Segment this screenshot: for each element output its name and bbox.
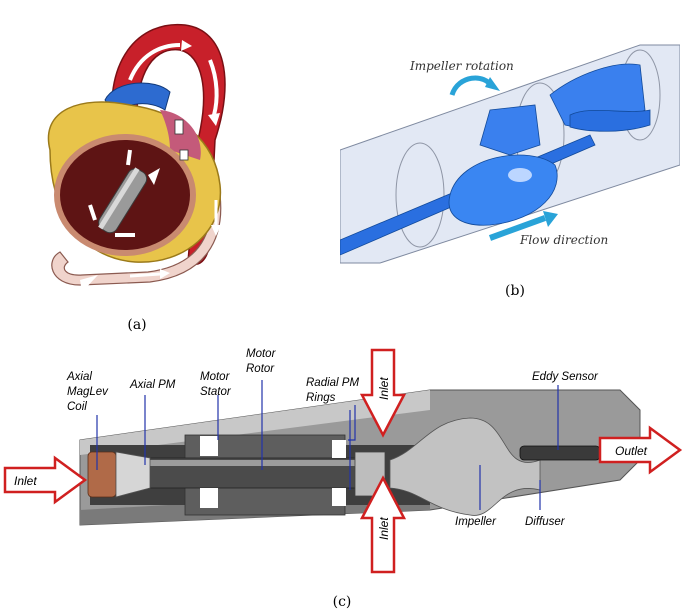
impeller-label: Impeller <box>455 516 497 528</box>
eddy-sensor-label: Eddy Sensor <box>532 371 599 383</box>
inlet-left-label: Inlet <box>14 474 37 488</box>
impeller-cfd-view: Impeller rotation Flow direction <box>339 44 681 264</box>
leader-lines <box>96 380 559 510</box>
impeller-rotation-label: Impeller rotation <box>409 59 514 73</box>
pump-cross-section-panel: Axial MagLev Coil Axial PM Motor Stator … <box>0 340 685 590</box>
heart-illustration <box>47 23 226 292</box>
caption-b: (b) <box>505 283 525 299</box>
axial-pm-label: Axial PM <box>129 379 176 391</box>
radial-pm-label-1: Radial PM <box>306 377 359 389</box>
caption-a: (a) <box>127 317 147 333</box>
diffuser <box>519 445 601 461</box>
axial-maglev-coil-label-1: Axial <box>66 371 92 383</box>
inlet-top-label: Inlet <box>377 377 391 400</box>
flow-direction-arrow <box>488 215 547 241</box>
inlet-bottom-label: Inlet <box>377 517 391 540</box>
caption-c: (c) <box>332 594 352 610</box>
lvad-pump <box>98 167 148 234</box>
axial-maglev-coil <box>87 451 117 498</box>
motor-rotor-label-2: Rotor <box>246 363 275 375</box>
inlet-arrow-left <box>3 455 88 505</box>
motor-rotor-label-1: Motor <box>246 348 277 360</box>
outlet-label: Outlet <box>615 444 648 458</box>
pump-cross-section: Axial MagLev Coil Axial PM Motor Stator … <box>3 348 683 574</box>
outlet-arrow <box>598 425 683 475</box>
impeller-blade-1 <box>479 104 541 156</box>
radial-pm-label-2: Rings <box>306 392 336 404</box>
axial-maglev-coil-label-3: Coil <box>67 401 87 413</box>
diffuser-label: Diffuser <box>525 516 566 528</box>
axial-pm <box>115 451 151 498</box>
motor-stator-label-1: Motor <box>200 371 231 383</box>
outflow-graft <box>51 194 222 286</box>
inlet-arrow-top <box>359 348 407 438</box>
flow-direction-label: Flow direction <box>519 233 608 247</box>
impeller-cfd-panel: Impeller rotation Flow direction <box>339 15 681 265</box>
heart-illustration-panel <box>20 0 255 315</box>
axial-maglev-coil-label-2: MagLev <box>67 386 109 398</box>
inlet-arrow-bottom <box>359 475 407 574</box>
motor-stator-label-2: Stator <box>200 386 232 398</box>
